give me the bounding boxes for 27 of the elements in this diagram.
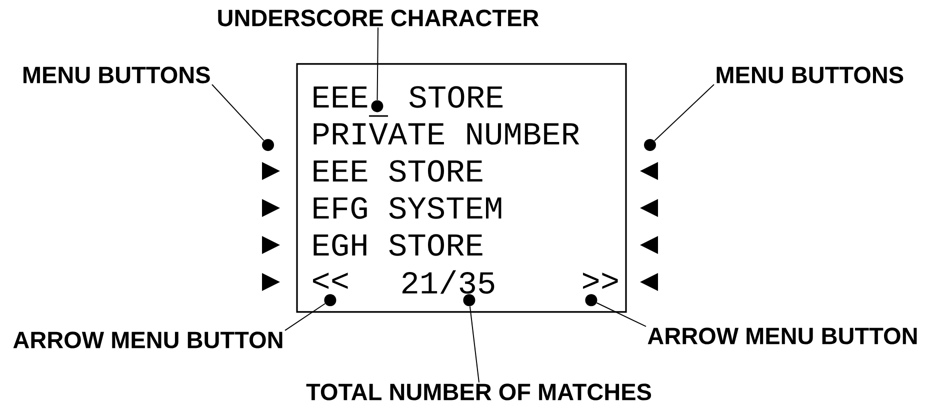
leader-line: [376, 27, 378, 100]
callout-label: UNDERSCORE CHARACTER: [218, 10, 539, 26]
screen-text: EGH STORE: [314, 234, 482, 256]
screen-text: >>: [583, 272, 618, 289]
button-dot: [324, 294, 336, 306]
callout-label: MENU BUTTONS: [716, 66, 904, 84]
button-dot: [369, 100, 388, 117]
button-dot: [585, 294, 598, 306]
leader-line: [284, 303, 326, 331]
leader-line: [469, 306, 480, 383]
screen-text: PRIVATE NUMBER: [314, 123, 580, 145]
callout-label: ARROW MENU BUTTON: [13, 332, 282, 348]
screen-text: STORE: [409, 86, 503, 108]
screen-text: 21/35: [402, 270, 494, 294]
callout-label: TOTAL NUMBER OF MATCHES: [306, 384, 652, 400]
screen-text: EEE STORE: [314, 160, 482, 182]
leader-line: [654, 84, 714, 142]
callout-label: ARROW MENU BUTTON: [648, 328, 917, 344]
leader-line: [212, 84, 264, 141]
leader-line: [596, 302, 646, 327]
button-dot: [262, 139, 274, 151]
button-dot: [463, 294, 476, 306]
screen-text: EEE: [314, 86, 368, 108]
screen-text: EFG SYSTEM: [314, 197, 502, 219]
screen-text: <<: [313, 272, 348, 289]
button-dot: [644, 139, 656, 151]
callout-label: MENU BUTTONS: [24, 66, 210, 84]
